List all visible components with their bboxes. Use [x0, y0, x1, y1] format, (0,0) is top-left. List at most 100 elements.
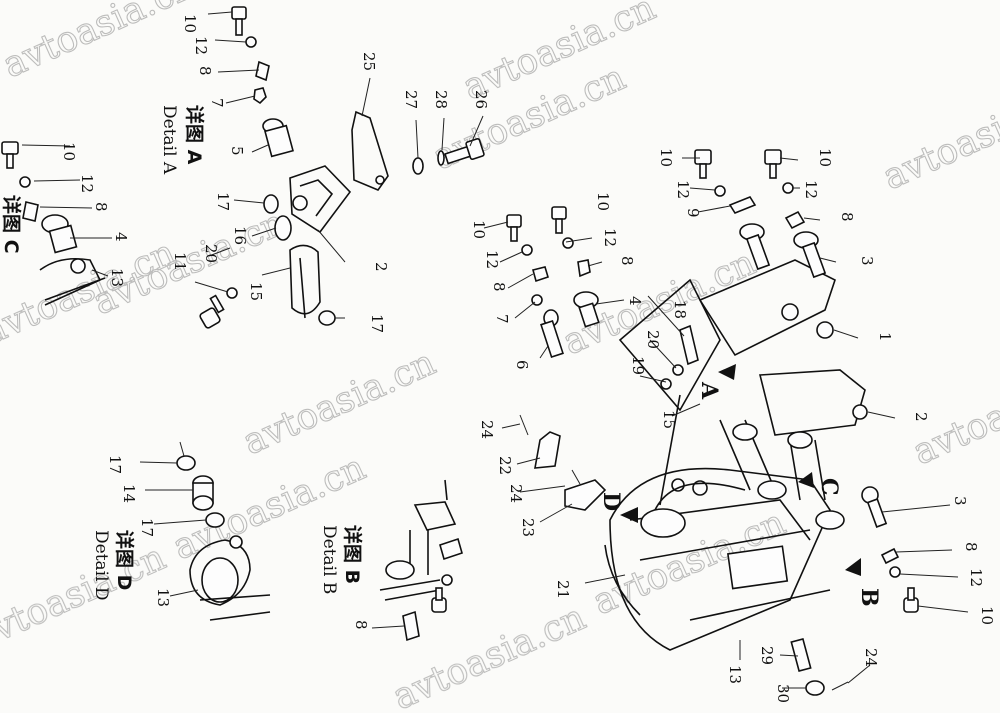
bracket-25-part: [351, 110, 389, 191]
callout: 15: [660, 410, 678, 429]
callout: 10: [978, 606, 996, 625]
callout: 5: [228, 146, 246, 156]
link-arm-part: [39, 257, 106, 306]
bushing-part: [274, 215, 292, 241]
hole: [692, 480, 708, 496]
callout: 10: [470, 220, 488, 239]
lock-plate-part: [255, 60, 270, 82]
callout: 7: [493, 314, 511, 324]
bolt-part: [199, 294, 225, 329]
main-callouts: 10 12 9 10 12 8 3 10 12 8 10 12 8 7 6 4 …: [470, 148, 996, 703]
detail-d-title-cn: 详图 D: [113, 530, 136, 590]
watermark: avtoasia.cn: [877, 77, 1000, 198]
callout: 10: [816, 148, 834, 167]
lock-plate-part: [402, 610, 420, 642]
washer-part: [782, 182, 794, 194]
callout: 3: [951, 496, 969, 506]
hole: [229, 535, 243, 549]
pivot-part: [292, 195, 308, 211]
callout: 13: [154, 588, 172, 607]
callout: 22: [496, 456, 514, 475]
callout: 2: [912, 412, 930, 422]
callout: 12: [78, 174, 96, 193]
callout: 1: [876, 332, 894, 342]
pin-24-part: [831, 681, 849, 691]
callout: 12: [601, 228, 619, 247]
callout: 12: [674, 180, 692, 199]
detail-a-callouts: 10 12 8 7 5 17 16 20 11 15 2 17 25 27 28…: [171, 14, 490, 333]
nut-part: [205, 512, 225, 528]
callout: 21: [554, 580, 572, 599]
hole: [816, 321, 834, 339]
washer-part: [562, 237, 574, 249]
callout: 10: [181, 14, 199, 33]
bolt-part: [694, 149, 712, 179]
callout: 24: [478, 420, 496, 439]
view-d-label: D: [598, 492, 624, 511]
pin-24-part: [571, 469, 581, 485]
washer-part: [441, 574, 453, 586]
center-block: [726, 545, 789, 590]
detail-a-title-en: Detail A: [159, 105, 179, 175]
pin-29-part: [790, 637, 812, 673]
lock-plate-part: [22, 201, 39, 222]
callout: 19: [629, 356, 647, 375]
detail-c-group: 详图 C 10 12 8 4 13: [0, 141, 130, 306]
view-a-arrow: [718, 364, 736, 380]
callout: 13: [108, 268, 126, 287]
callout: 25: [360, 52, 378, 71]
detail-c-title-cn: 详图 C: [0, 195, 23, 254]
pin-part: [262, 118, 294, 158]
callout: 11: [171, 252, 189, 271]
callout: 29: [758, 646, 776, 665]
base-body-part: [609, 467, 831, 651]
hole: [781, 303, 799, 321]
pin-part: [179, 441, 185, 457]
callout: 14: [120, 484, 138, 503]
washer-part: [226, 287, 238, 299]
lock-plate-part: [439, 537, 463, 561]
watermark: avtoasia.cn: [0, 537, 172, 658]
callout: 8: [196, 66, 214, 76]
arm-part: [199, 594, 271, 621]
detail-d-group: 详图 D Detail D 17 14 17 13: [91, 441, 271, 621]
callout: 15: [247, 282, 265, 301]
bolt-part: [1, 141, 19, 169]
bore-hole: [640, 508, 686, 538]
callout: 8: [618, 256, 636, 266]
nut-part: [660, 378, 672, 390]
washer-part: [19, 176, 31, 188]
callout: 4: [112, 232, 130, 242]
rod-part: [719, 419, 826, 501]
watermark: avtoasia.cn: [387, 597, 592, 713]
detail-a-title-cn: 详图 A: [183, 105, 206, 165]
bracket-22-part: [534, 431, 561, 469]
bracket-part: [299, 179, 334, 217]
bolt-part: [551, 206, 567, 234]
callout: 3: [858, 256, 876, 266]
view-d-arrow: [620, 507, 638, 523]
nut-part: [318, 310, 336, 326]
washer-part: [521, 244, 533, 256]
callout: 24: [862, 648, 880, 667]
nut-part: [176, 455, 196, 471]
callout: 7: [208, 98, 226, 108]
callout: 18: [671, 300, 689, 319]
callout: 8: [352, 620, 370, 630]
callout: 4: [626, 296, 644, 306]
pin-part: [41, 214, 78, 254]
pin-part: [540, 309, 564, 359]
nut-30-part: [805, 680, 825, 696]
cover-21-part: [604, 544, 641, 616]
rod-end: [732, 423, 758, 441]
nut-part: [263, 194, 279, 214]
callout: 16: [231, 226, 249, 245]
plate-2: [758, 369, 866, 436]
link-part: [379, 579, 441, 601]
rod-end-part: [413, 501, 457, 531]
bracket-23-part: [564, 479, 607, 511]
detail-d-title-en: Detail D: [91, 530, 111, 601]
pin-part: [793, 231, 827, 279]
bushing-part: [192, 475, 214, 511]
washer-part: [889, 566, 901, 578]
